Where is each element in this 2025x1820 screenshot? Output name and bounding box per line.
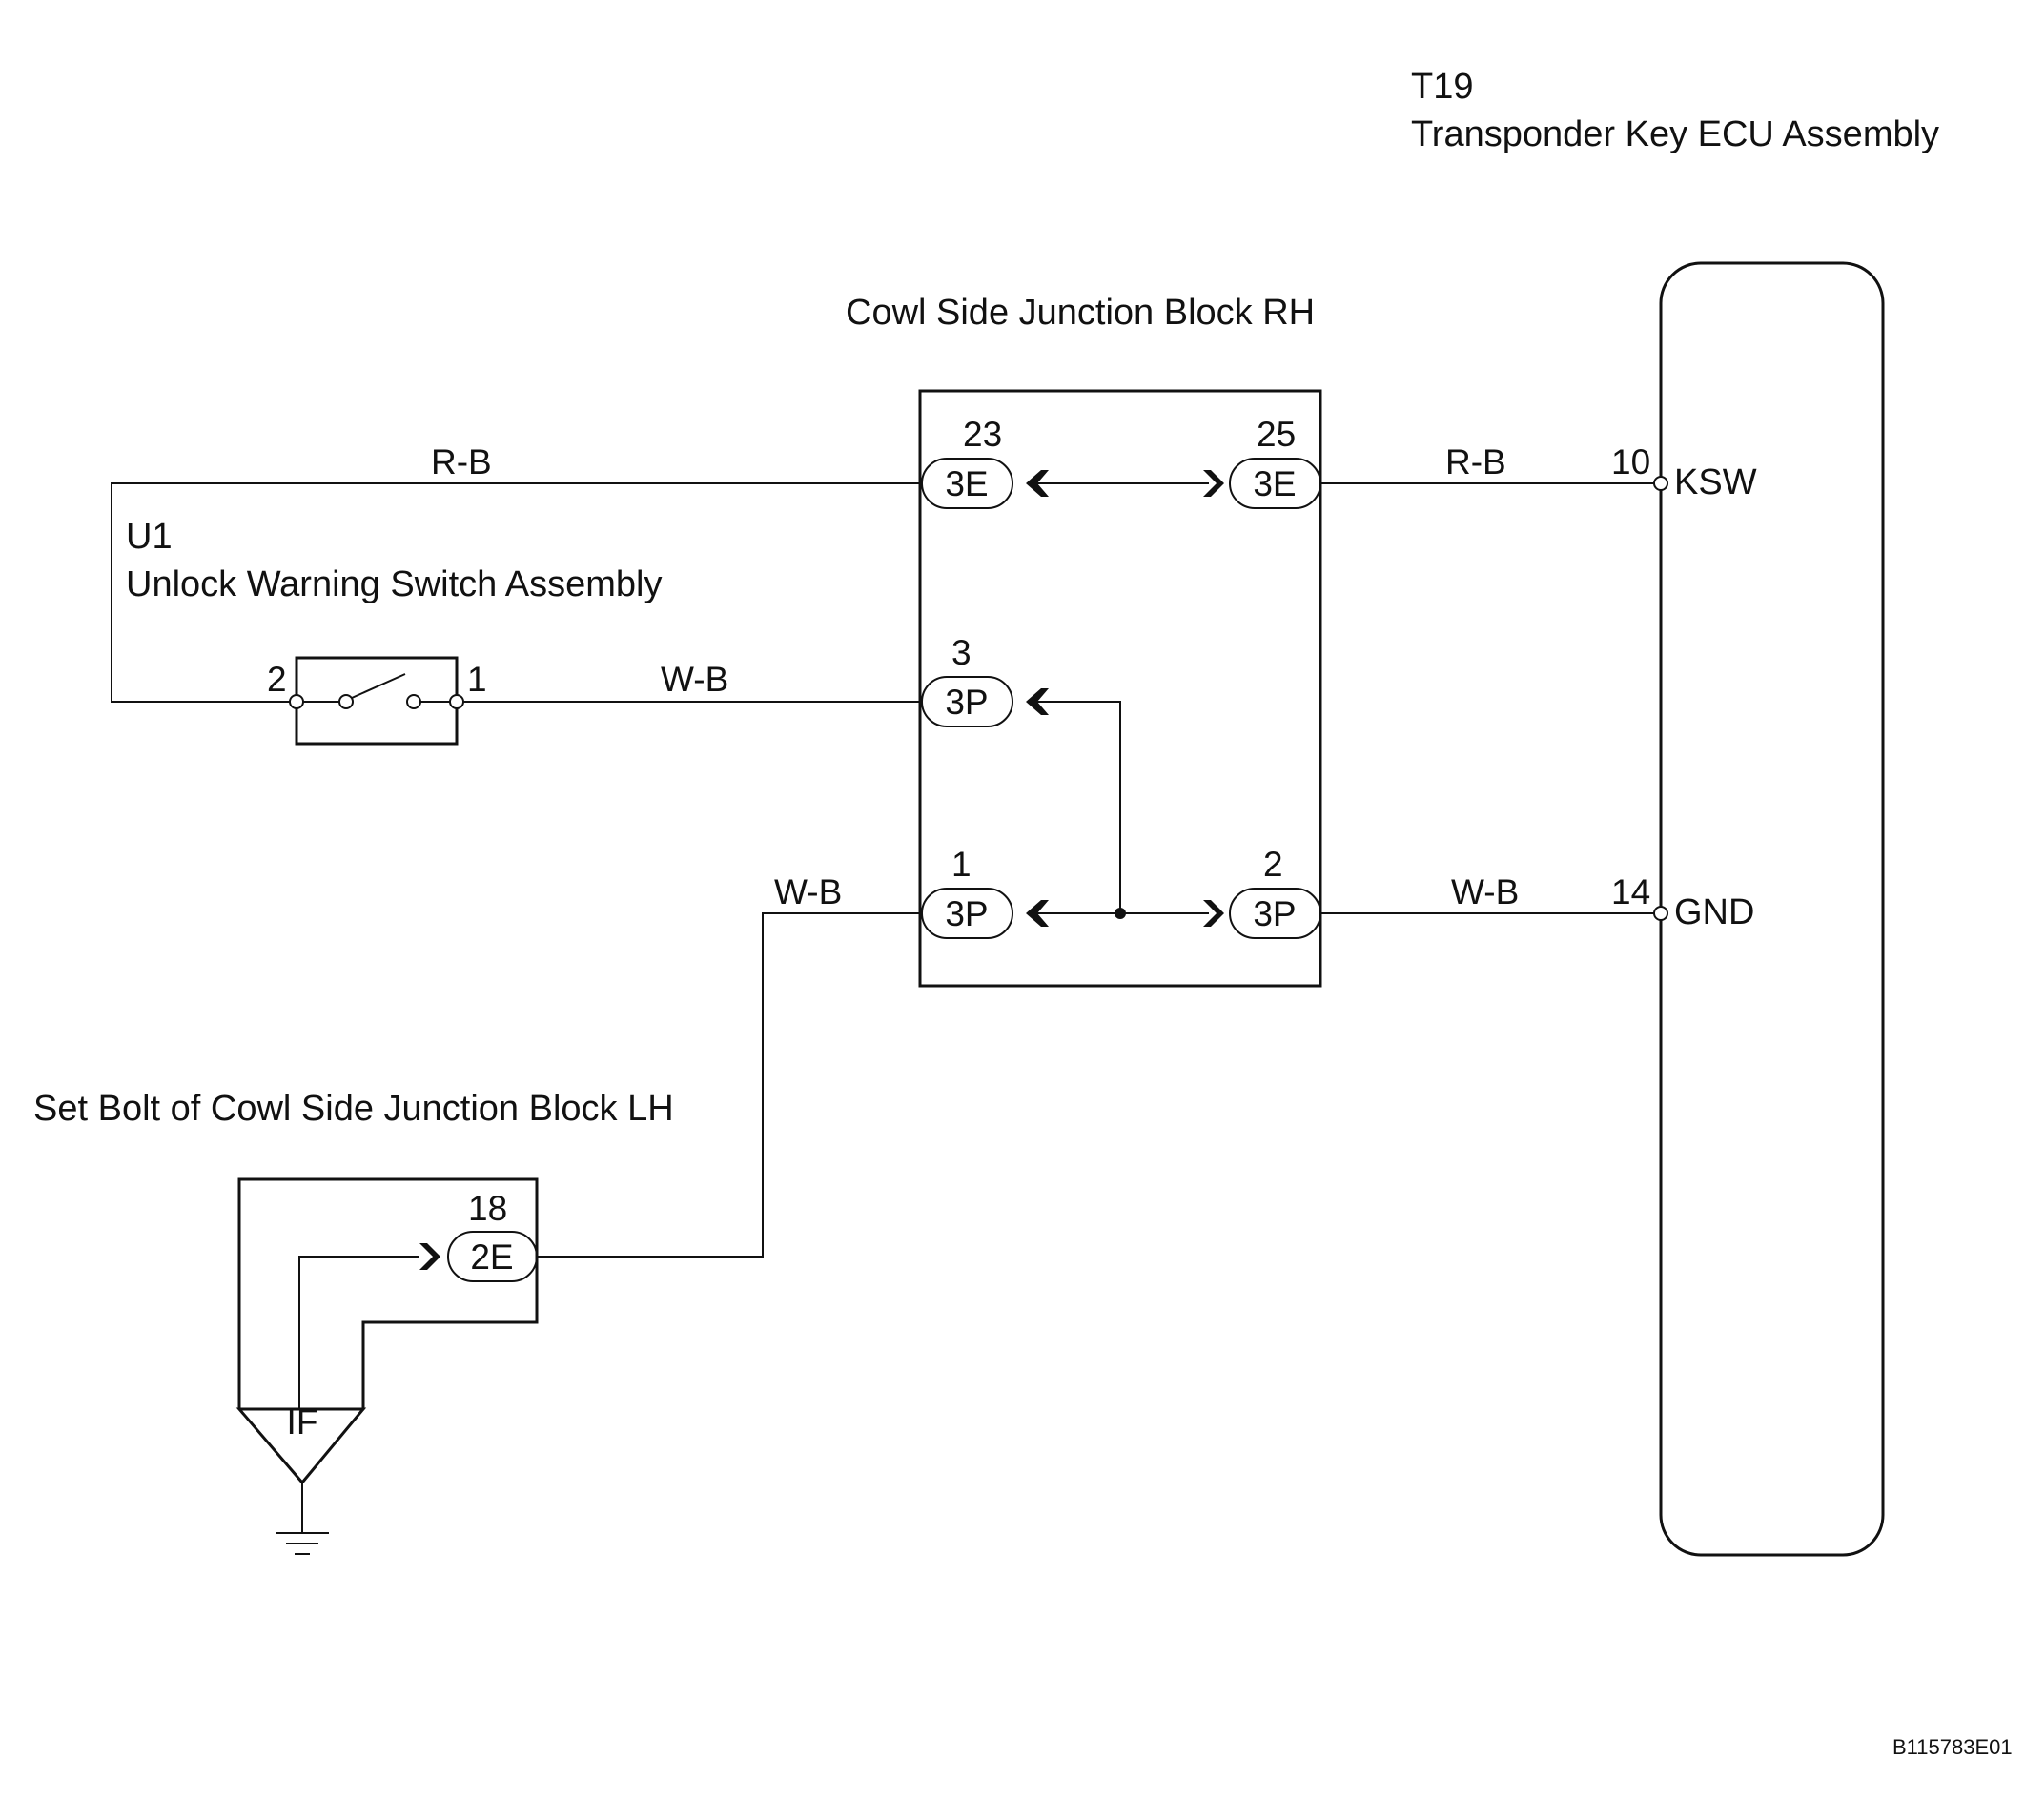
connector-pin-number: 25 <box>1257 415 1296 454</box>
connector-arrow-icon <box>1026 470 1049 497</box>
wire-label-wb-ecu: W-B <box>1451 872 1519 911</box>
ecu-pin-ksw: 10 KSW <box>1611 442 1757 502</box>
connector-3: 3 3P <box>921 633 1049 727</box>
connector-arrow-icon <box>1203 900 1224 927</box>
connector-oval <box>921 888 1013 939</box>
connector-oval <box>1229 458 1321 509</box>
figure-reference: B115783E01 <box>1892 1735 2013 1759</box>
connector-code: 2E <box>470 1237 513 1277</box>
terminal-icon <box>289 694 304 709</box>
connector-1: 1 3P <box>921 845 1049 939</box>
connector-2: 2 3P <box>1203 845 1321 939</box>
wire-label-wb-ground: W-B <box>774 872 842 911</box>
connector-arrow-icon <box>1026 688 1049 715</box>
set-bolt-block: 18 2E IF <box>235 1177 539 1485</box>
wire-internal-3 <box>1033 701 1121 913</box>
ecu-pin-name: GND <box>1674 892 1754 932</box>
connector-code: 3E <box>1253 464 1296 503</box>
connector-arrow-icon <box>419 1243 440 1270</box>
junction-block-rh-body <box>918 389 1322 988</box>
connector-code: 3E <box>945 464 988 503</box>
ecu-pin-name: KSW <box>1674 462 1757 502</box>
connector-code: 3P <box>945 894 988 933</box>
switch-contact-icon <box>406 694 421 709</box>
wire-internal-2e-if <box>298 1256 419 1409</box>
switch-contact-icon <box>338 694 354 709</box>
set-bolt-label: Set Bolt of Cowl Side Junction Block LH <box>33 1089 674 1129</box>
ground-point-label: IF <box>287 1402 318 1442</box>
connector-oval <box>1229 888 1321 939</box>
connector-pin-number: 23 <box>963 415 1002 454</box>
connector-23: 23 3E <box>921 415 1049 509</box>
wire-label-rb-right: R-B <box>1445 442 1506 481</box>
unlock-switch: 2 1 <box>267 656 487 746</box>
switch-blade-icon <box>351 673 406 699</box>
terminal-icon <box>449 694 464 709</box>
switch-pin-right: 1 <box>467 660 487 699</box>
ecu-pin-gnd: 14 GND <box>1611 872 1754 932</box>
connector-pin-number: 3 <box>951 633 972 672</box>
ground-point-triangle <box>235 1407 367 1485</box>
junction-block-rh-label: Cowl Side Junction Block RH <box>846 293 1315 333</box>
switch-pin-left: 2 <box>267 660 287 699</box>
wires <box>111 482 1656 1533</box>
ecu-code-label: T19 <box>1411 67 1473 107</box>
switch-code-label: U1 <box>126 517 173 557</box>
wire-wb-ground <box>537 912 922 1258</box>
connector-code: 3P <box>945 683 988 722</box>
connector-arrow-icon <box>1026 900 1049 927</box>
terminal-icon <box>1653 476 1668 491</box>
connector-pin-number: 1 <box>951 845 972 884</box>
ground-icon <box>276 1532 329 1555</box>
connector-code: 3P <box>1253 894 1296 933</box>
switch-name-label: Unlock Warning Switch Assembly <box>126 564 662 604</box>
wire-label-wb-switch: W-B <box>661 660 728 699</box>
ecu-pin-number: 10 <box>1611 442 1650 481</box>
connector-pin-number: 18 <box>468 1189 507 1228</box>
connector-25: 25 3E <box>1203 415 1321 509</box>
wire-label-rb-left: R-B <box>431 442 492 481</box>
terminal-icon <box>1653 906 1668 921</box>
connector-oval <box>921 676 1013 727</box>
connector-arrow-icon <box>1203 470 1224 497</box>
splice-point <box>1115 908 1126 919</box>
wire-rb-left <box>111 482 922 703</box>
connector-oval <box>447 1231 538 1282</box>
connector-pin-number: 2 <box>1263 845 1283 884</box>
ecu-pin-number: 14 <box>1611 872 1650 911</box>
ecu-name-label: Transponder Key ECU Assembly <box>1411 114 1939 154</box>
connector-oval <box>921 458 1013 509</box>
